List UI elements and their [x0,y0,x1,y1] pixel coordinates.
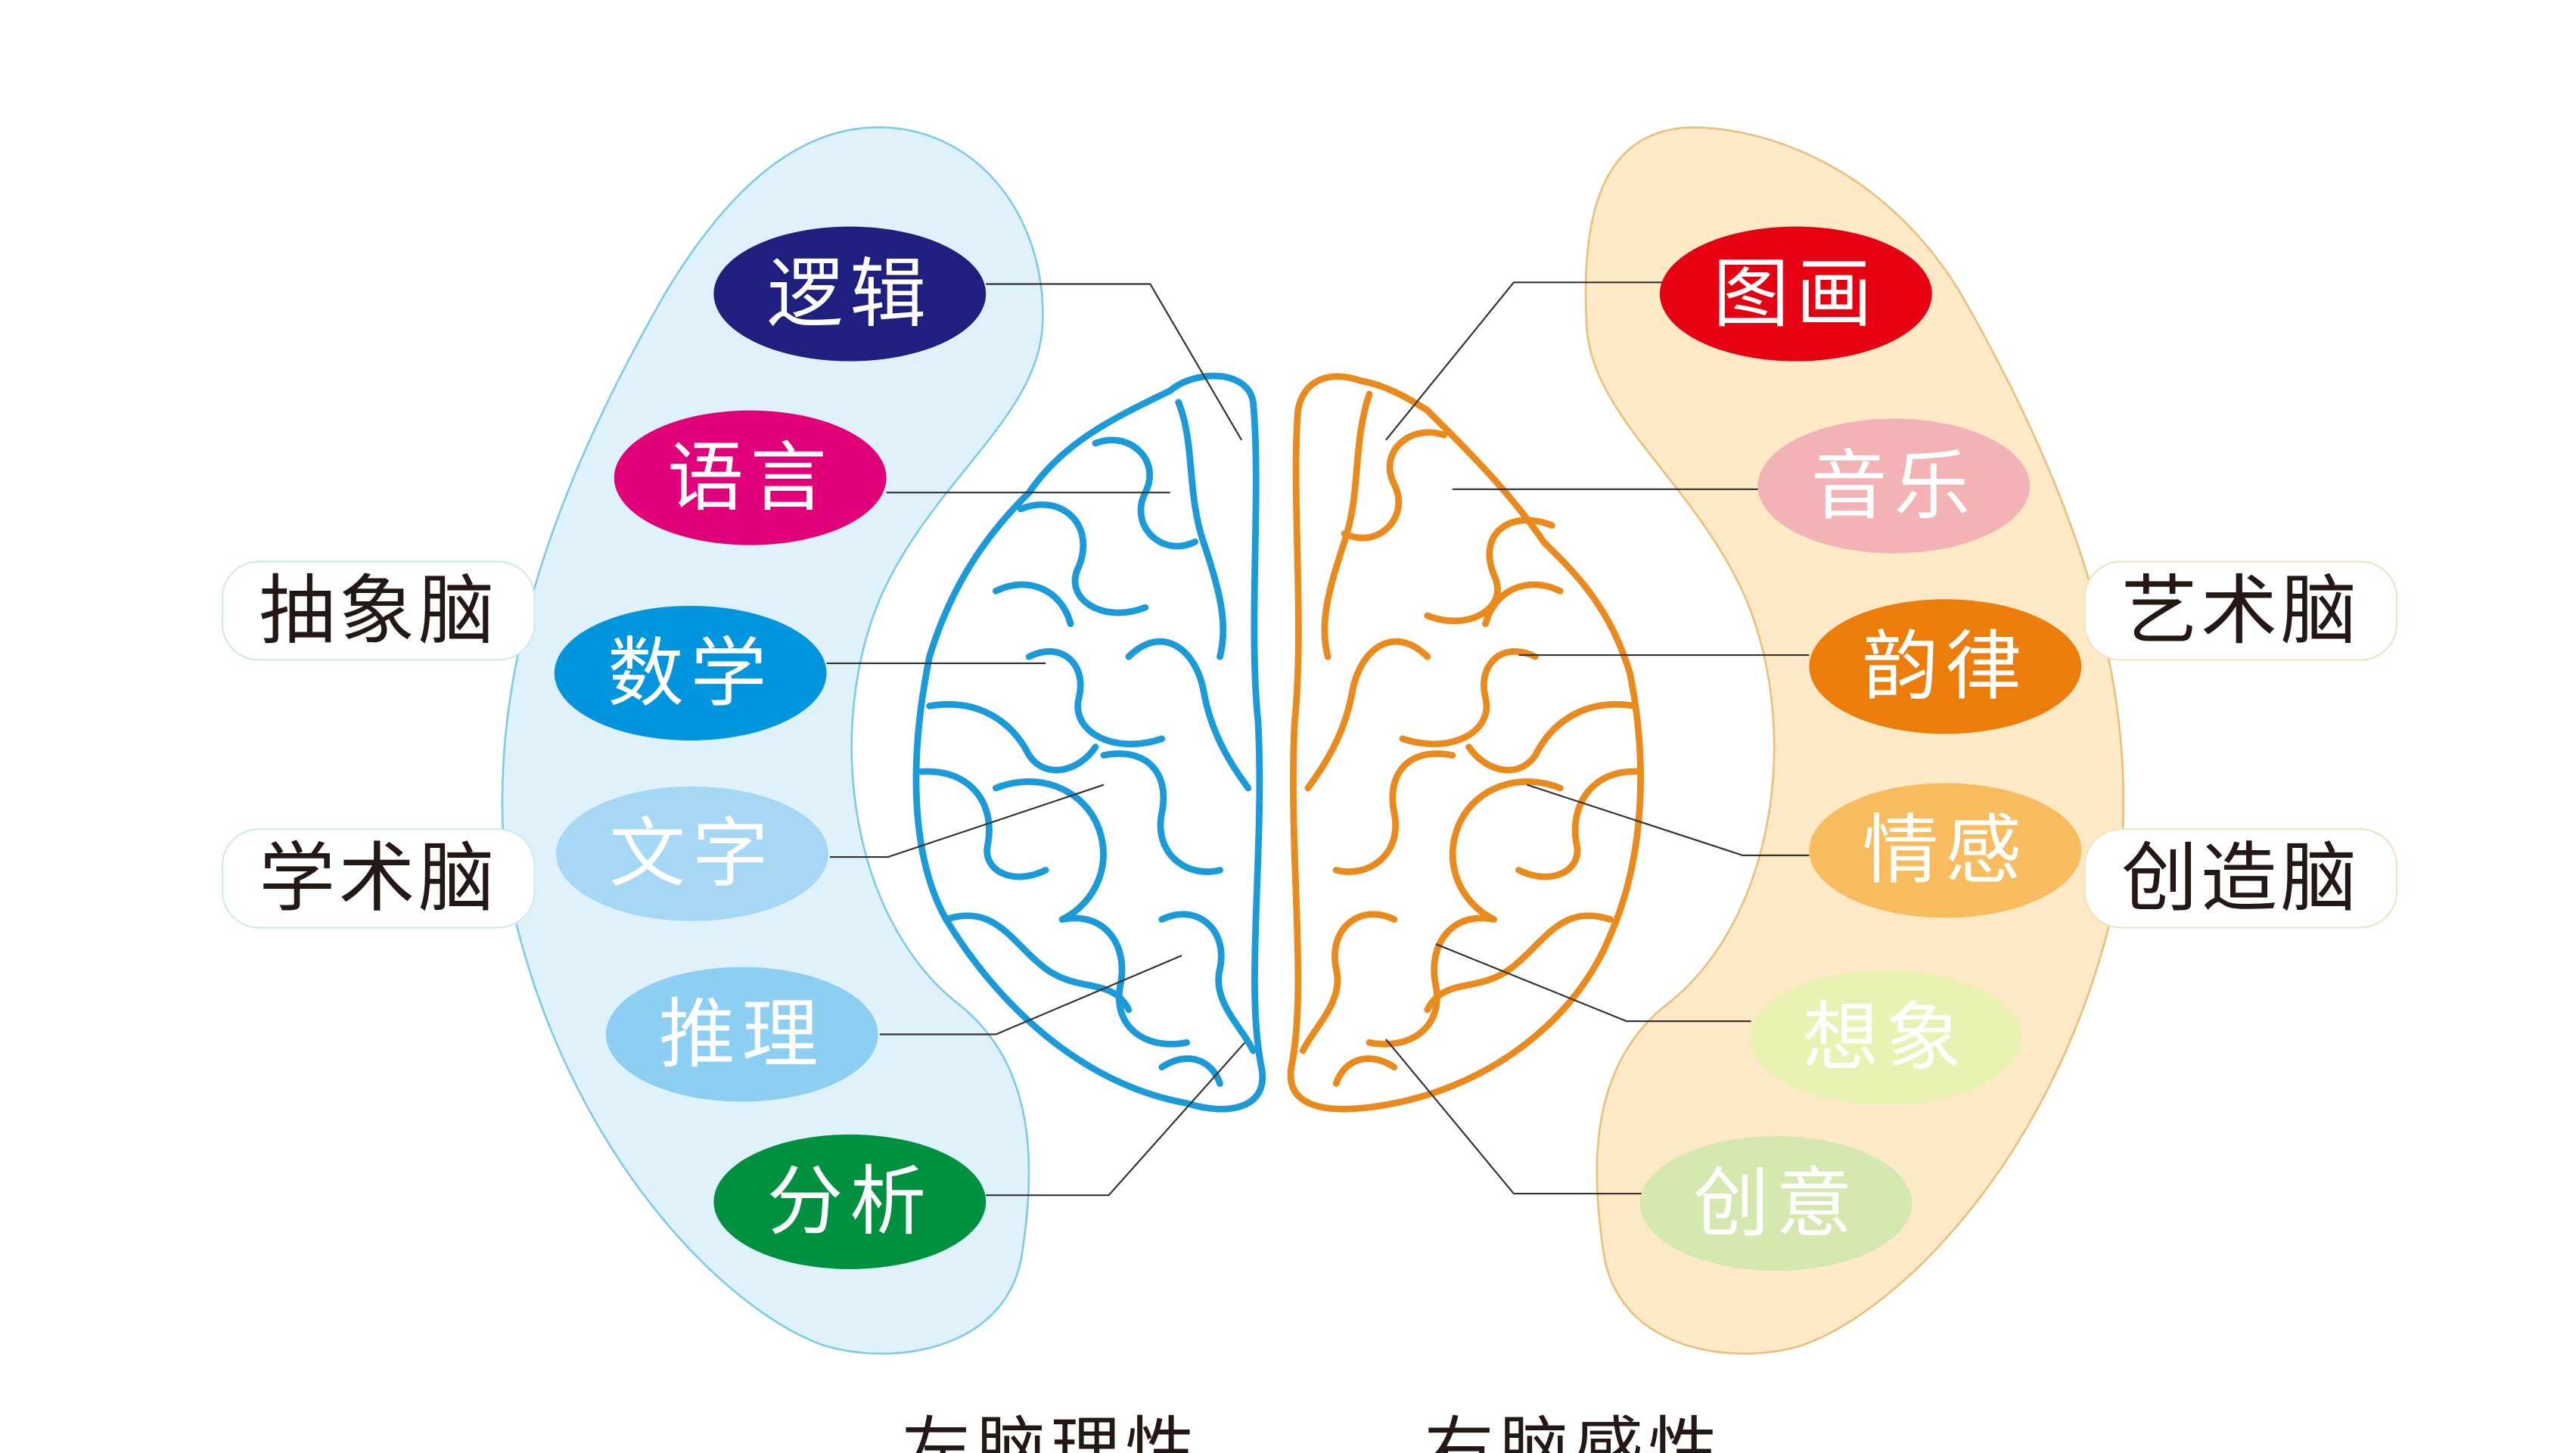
pill-language: 语言 [614,410,887,545]
connector-lines [826,281,1810,1197]
pill-music: 音乐 [1757,418,2031,554]
label-academic-brain: 学术脑 [221,828,536,929]
svg-text:语言: 语言 [667,433,833,521]
svg-text:推理: 推理 [659,990,825,1078]
svg-text:情感: 情感 [1863,806,2028,894]
label-art-brain: 艺术脑 [2083,560,2398,661]
right-hemisphere [1287,373,1644,1113]
pill-rhythm: 韵律 [1809,599,2082,734]
pill-drawing: 图画 [1659,226,1932,362]
pill-creativity: 创意 [1639,1136,1913,1271]
svg-text:音乐: 音乐 [1811,442,1977,529]
pill-imagination: 想象 [1749,970,2022,1105]
svg-text:图画: 图画 [1713,250,1878,337]
right-caption: 右脑感性 [1424,1409,1723,1453]
svg-text:分析: 分析 [767,1158,933,1246]
svg-text:数学: 数学 [607,629,773,717]
pill-writing: 文字 [555,786,828,921]
pill-math: 数学 [554,605,827,740]
svg-text:创意: 创意 [1693,1160,1859,1247]
label-creative-brain: 创造脑 [2083,828,2398,929]
svg-text:创造脑: 创造脑 [2121,834,2360,922]
pill-emotion: 情感 [1809,783,2082,918]
pill-logic: 逻辑 [713,226,987,362]
left-hemisphere [912,372,1266,1113]
svg-text:文字: 文字 [609,810,775,898]
left-caption: 左脑理性 [901,1409,1200,1453]
svg-text:逻辑: 逻辑 [767,250,933,337]
pill-reasoning: 推理 [605,967,878,1102]
label-abstract-brain: 抽象脑 [221,560,536,661]
svg-text:艺术脑: 艺术脑 [2121,567,2360,654]
svg-text:韵律: 韵律 [1863,622,2028,710]
svg-text:抽象脑: 抽象脑 [259,567,498,654]
svg-text:学术脑: 学术脑 [259,834,498,922]
svg-text:想象: 想象 [1803,994,1969,1082]
pill-analysis: 分析 [713,1134,987,1269]
